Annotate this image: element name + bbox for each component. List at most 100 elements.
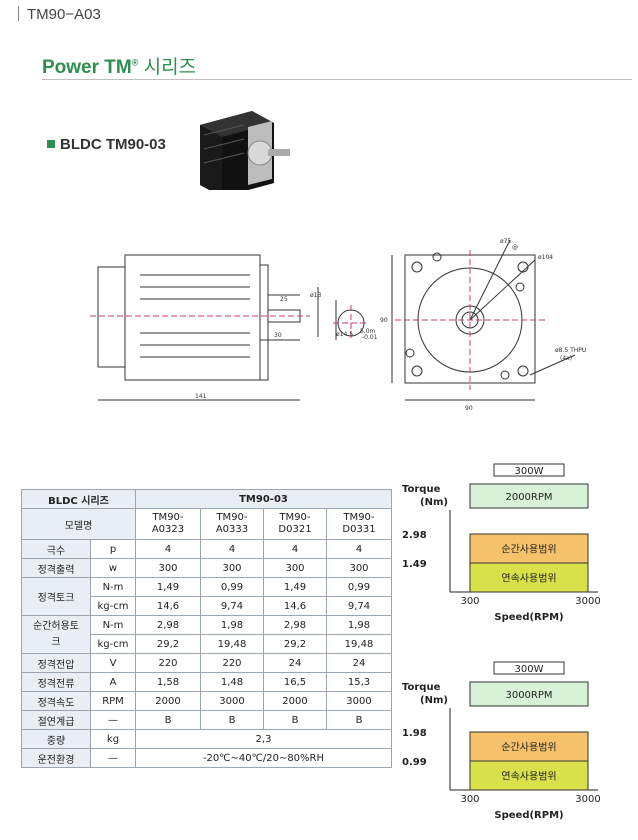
y-axis-unit: (Nm) — [420, 695, 448, 706]
value-cell: 4 — [263, 539, 327, 559]
header-divider — [18, 6, 19, 21]
title-underline — [42, 79, 632, 80]
row-label: 절연계급 — [21, 710, 91, 730]
value-cell: 2,98 — [135, 615, 201, 635]
model-cell: TM90-A0333 — [200, 508, 264, 540]
row-label: 정격속도 — [21, 691, 91, 711]
value-cell: 0,99 — [326, 577, 392, 597]
table-row: BLDC 시리즈 TM90-03 — [21, 489, 392, 509]
page-header: TM90−A03 — [18, 6, 101, 23]
torque-speed-chart-3000rpm: 300W3000RPMTorque(Nm)순간사용범위연속사용범위1.980.9… — [402, 661, 601, 820]
product-label: BLDC TM90-03 — [60, 136, 166, 153]
value-cell: 14,6 — [135, 596, 201, 616]
value-cell: 1,98 — [200, 615, 264, 635]
rpm-band — [469, 483, 589, 509]
dim-key-width: ø14.5 — [336, 331, 353, 338]
value-cell: 16,5 — [263, 672, 327, 692]
dim-thpu-count: (4x) — [560, 355, 572, 362]
y-tick-label: 1.49 — [402, 559, 427, 570]
row-unit: RPM — [90, 691, 136, 711]
series-name: Power TM — [42, 57, 132, 78]
value-cell: B — [135, 710, 201, 730]
value-cell: 14,6 — [263, 596, 327, 616]
value-cell: 29,2 — [263, 634, 327, 654]
model-line1: TM90- — [343, 512, 375, 523]
model-label: 모델명 — [21, 508, 136, 540]
table-row: 중량 kg 2,3 — [21, 729, 392, 749]
table-row: 극수 p 4 4 4 4 — [21, 539, 392, 559]
value-cell: 24 — [263, 653, 327, 673]
x-axis-label: Speed(RPM) — [494, 612, 563, 622]
row-unit: A — [90, 672, 136, 692]
value-cell: 29,2 — [135, 634, 201, 654]
value-cell: 2,98 — [263, 615, 327, 635]
dim-75: ø75 — [500, 238, 511, 245]
registered-mark: ® — [131, 57, 139, 68]
dim-90-v: 90 — [380, 317, 388, 324]
y-tick-label: 1.98 — [402, 728, 427, 739]
value-cell: 19,48 — [200, 634, 264, 654]
value-cell: 24 — [326, 653, 392, 673]
power-box — [493, 661, 565, 675]
value-cell: 300 — [326, 558, 392, 578]
page-title: TM90−A03 — [27, 6, 101, 23]
dimension-drawing: 25 ø13 30 141 ø14.5 5.0m -0.01 ø75 ø104 … — [90, 238, 586, 412]
dim-25: 25 — [280, 296, 288, 303]
table-row: 정격출력 w 300 300 300 300 — [21, 558, 392, 578]
model-cell: TM90-D0321 — [263, 508, 327, 540]
value-cell: 9,74 — [200, 596, 264, 616]
bullet-square-icon — [47, 140, 55, 148]
value-cell: 1,48 — [200, 672, 264, 692]
continuous-region-label: 연속사용범위 — [501, 572, 556, 585]
value-cell: 1,98 — [326, 615, 392, 635]
continuous-region-label: 연속사용범위 — [501, 770, 556, 783]
value-cell: 2000 — [135, 691, 201, 711]
peak-region-label: 순간사용범위 — [501, 543, 556, 556]
value-cell: 300 — [200, 558, 264, 578]
model-line2: D0321 — [278, 524, 312, 535]
peak-region-label: 순간사용범위 — [501, 741, 556, 754]
value-cell: 19,48 — [326, 634, 392, 654]
table-row: 운전환경 — -20℃∼40℃/20∼80%RH — [21, 748, 392, 768]
table-row: 모델명 TM90-A0323 TM90-A0333 TM90-D0321 TM9… — [21, 508, 392, 540]
row-label: 중량 — [21, 729, 91, 749]
row-unit: — — [90, 748, 136, 768]
dim-30: 30 — [274, 332, 282, 339]
model-line2: D0331 — [342, 524, 376, 535]
peak-label-line2: 크 — [51, 636, 61, 648]
peak-region-bar — [469, 533, 589, 564]
product-heading: BLDC TM90-03 — [47, 136, 166, 153]
table-row: 정격전압 V 220 220 24 24 — [21, 653, 392, 673]
spec-table: BLDC 시리즈 TM90-03 모델명 TM90-A0323 TM90-A03… — [21, 489, 392, 768]
motor-photo — [200, 111, 290, 190]
value-cell: 4 — [135, 539, 201, 559]
torque-speed-chart-2000rpm: 300W2000RPMTorque(Nm)순간사용범위연속사용범위2.981.4… — [402, 463, 601, 622]
value-cell: 3000 — [326, 691, 392, 711]
model-cell: TM90-A0323 — [135, 508, 201, 540]
y-tick-label: 2.98 — [402, 530, 427, 541]
row-label: 정격전압 — [21, 653, 91, 673]
model-line2: A0333 — [215, 524, 249, 535]
y-axis-label: Torque — [402, 682, 441, 693]
x-tick-label: 300 — [460, 794, 479, 805]
table-row: 정격토크 N-m 1,49 0,99 1,49 0,99 — [21, 577, 392, 616]
y-axis-unit: (Nm) — [420, 497, 448, 508]
dim-141: 141 — [195, 393, 207, 400]
value-cell: 220 — [200, 653, 264, 673]
dim-90-h: 90 — [465, 405, 473, 412]
row-unit: kg-cm — [90, 596, 136, 616]
series-suffix: 시리즈 — [143, 57, 197, 78]
dim-thpu: ø8.5 THPU — [555, 347, 586, 354]
row-unit: w — [90, 558, 136, 578]
value-cell: 2,3 — [135, 729, 392, 749]
value-cell: 300 — [263, 558, 327, 578]
table-title: BLDC 시리즈 — [21, 489, 136, 509]
row-unit: kg — [90, 729, 136, 749]
x-tick-label: 300 — [460, 596, 479, 607]
rpm-band — [469, 681, 589, 707]
series-title: Power TM® 시리즈 — [42, 52, 196, 79]
continuous-region-bar — [469, 562, 589, 593]
value-cell: 0,99 — [200, 577, 264, 597]
